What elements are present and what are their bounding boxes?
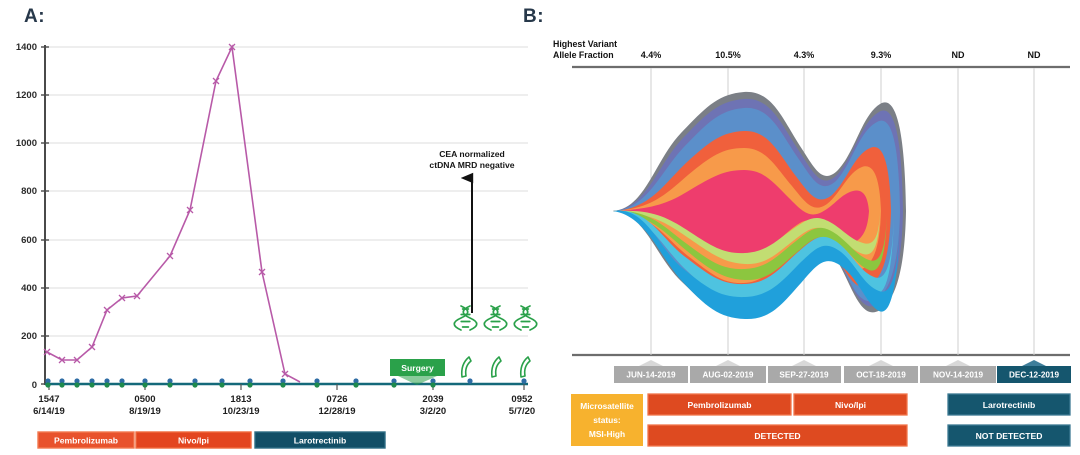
cea-annotation-line2: ctDNA MRD negative: [429, 160, 514, 170]
msi-line1: Microsatellite: [580, 401, 634, 411]
timepoint-label: AUG-02-2019: [690, 360, 766, 383]
surgery-label: Surgery: [401, 363, 434, 373]
timepoint-date: JUN-14-2019: [626, 371, 676, 380]
y-tick-label: 800: [21, 186, 37, 197]
treatment-bar: Pembrolizumab: [37, 431, 135, 449]
msi-line2: status:: [593, 415, 620, 425]
treatment-bar-label: Larotrectinib: [983, 400, 1036, 410]
treatment-bar-label: Pembrolizumab: [54, 436, 118, 446]
y-tick-label: 1400: [16, 42, 37, 53]
treatment-bar-label: Larotrectinib: [294, 436, 347, 446]
x-tick-time: 0500: [134, 394, 155, 405]
clone-pink: [613, 170, 869, 260]
timepoint-label: JUN-14-2019: [614, 360, 688, 383]
y-tick-label: 600: [21, 235, 37, 246]
x-tick-time: 2039: [422, 394, 443, 405]
detection-bar: NOT DETECTED: [947, 424, 1071, 447]
y-tick-label: 400: [21, 283, 37, 294]
vaf-value: 4.3%: [794, 50, 815, 60]
panel-b: Highest Variant Allele Fraction 4.4% 10.…: [553, 39, 1071, 447]
cea-series-line: [46, 44, 301, 383]
x-tick-time: 1547: [38, 394, 59, 405]
x-tick-time: 1813: [230, 394, 251, 405]
y-tick-label: 0: [32, 380, 37, 391]
vaf-value: 10.5%: [715, 50, 741, 60]
panel-b-treatment-bars: Pembrolizumab Nivo/Ipi Larotrectinib: [647, 393, 1071, 416]
vaf-value: 9.3%: [871, 50, 892, 60]
clone-blue: [613, 210, 900, 320]
treatment-bar: Larotrectinib: [947, 393, 1071, 416]
msi-status-box: Microsatellite status: MSI-High: [571, 394, 643, 446]
detection-bar: DETECTED: [647, 424, 908, 447]
clone-light-green: [613, 210, 880, 265]
ctdna-green-markers: [45, 382, 436, 388]
treatment-bar: Pembrolizumab: [647, 393, 792, 416]
x-tick-time: 0952: [511, 394, 532, 405]
timepoint-label: OCT-18-2019: [844, 360, 918, 383]
detection-bar-label: NOT DETECTED: [976, 431, 1043, 441]
panel-a: 1400 1200 1000 800 600 400 200 0 1547: [16, 42, 538, 449]
treatment-bar-label: Nivo/Ipi: [178, 436, 209, 446]
timepoint-label: SEP-27-2019: [768, 360, 841, 383]
panel-a-y-tick-labels: 1400 1200 1000 800 600 400 200 0: [16, 42, 37, 391]
fishplot: [613, 91, 906, 320]
msi-line3: MSI-High: [589, 429, 625, 439]
panel-b-detection-bars: DETECTED NOT DETECTED: [647, 424, 1071, 447]
timepoint-date: SEP-27-2019: [779, 371, 829, 380]
timepoint-label: NOV-14-2019: [920, 360, 996, 383]
treatment-bar: Nivo/Ipi: [793, 393, 908, 416]
panel-b-timepoint-labels: JUN-14-2019 AUG-02-2019 SEP-27-2019 OCT-…: [614, 360, 1071, 383]
x-tick-date: 12/28/19: [319, 406, 356, 417]
vaf-value: ND: [1028, 50, 1041, 60]
panel-a-treatment-bars: Pembrolizumab Nivo/Ipi Larotrectinib: [37, 431, 386, 449]
vaf-value: 4.4%: [641, 50, 662, 60]
panel-a-gridlines: [45, 46, 528, 337]
timepoint-date: OCT-18-2019: [856, 371, 906, 380]
panel-a-y-ticks: [41, 46, 49, 385]
y-tick-label: 1200: [16, 90, 37, 101]
timepoint-date: DEC-12-2019: [1009, 371, 1060, 380]
vaf-value: ND: [952, 50, 965, 60]
dna-helix-icon: [453, 305, 538, 331]
surgery-marker: Surgery: [390, 359, 445, 385]
timepoint-date: NOV-14-2019: [933, 371, 984, 380]
x-tick-date: 10/23/19: [223, 406, 260, 417]
vaf-axis-title-line2: Allele Fraction: [553, 50, 614, 60]
panel-a-x-tick-labels: 1547 6/14/19 0500 8/19/19 1813 10/23/19 …: [33, 394, 535, 417]
ctdna-blue-markers: [45, 378, 527, 384]
x-tick-time: 0726: [326, 394, 347, 405]
x-tick-date: 8/19/19: [129, 406, 161, 417]
clone-green: [613, 210, 887, 281]
y-tick-label: 200: [21, 331, 37, 342]
cea-annotation-line1: CEA normalized: [439, 149, 505, 159]
treatment-bar: Nivo/Ipi: [135, 431, 252, 449]
detection-bar-label: DETECTED: [754, 431, 800, 441]
lightning-bolt-icon: [460, 356, 531, 378]
panel-a-label: A:: [24, 6, 46, 27]
timepoint-label-highlighted: DEC-12-2019: [997, 360, 1071, 383]
treatment-bar: Larotrectinib: [254, 431, 386, 449]
x-tick-date: 3/2/20: [420, 406, 446, 417]
panel-b-label: B:: [523, 6, 545, 27]
treatment-bar-label: Pembrolizumab: [688, 400, 752, 410]
x-tick-date: 6/14/19: [33, 406, 65, 417]
treatment-bar-label: Nivo/Ipi: [835, 400, 866, 410]
vaf-values: 4.4% 10.5% 4.3% 9.3% ND ND: [641, 50, 1041, 60]
vaf-axis-title-line1: Highest Variant: [553, 39, 617, 49]
y-tick-label: 1000: [16, 138, 37, 149]
x-tick-date: 5/7/20: [509, 406, 535, 417]
cea-series-markers: [43, 43, 289, 378]
timepoint-date: AUG-02-2019: [703, 371, 754, 380]
